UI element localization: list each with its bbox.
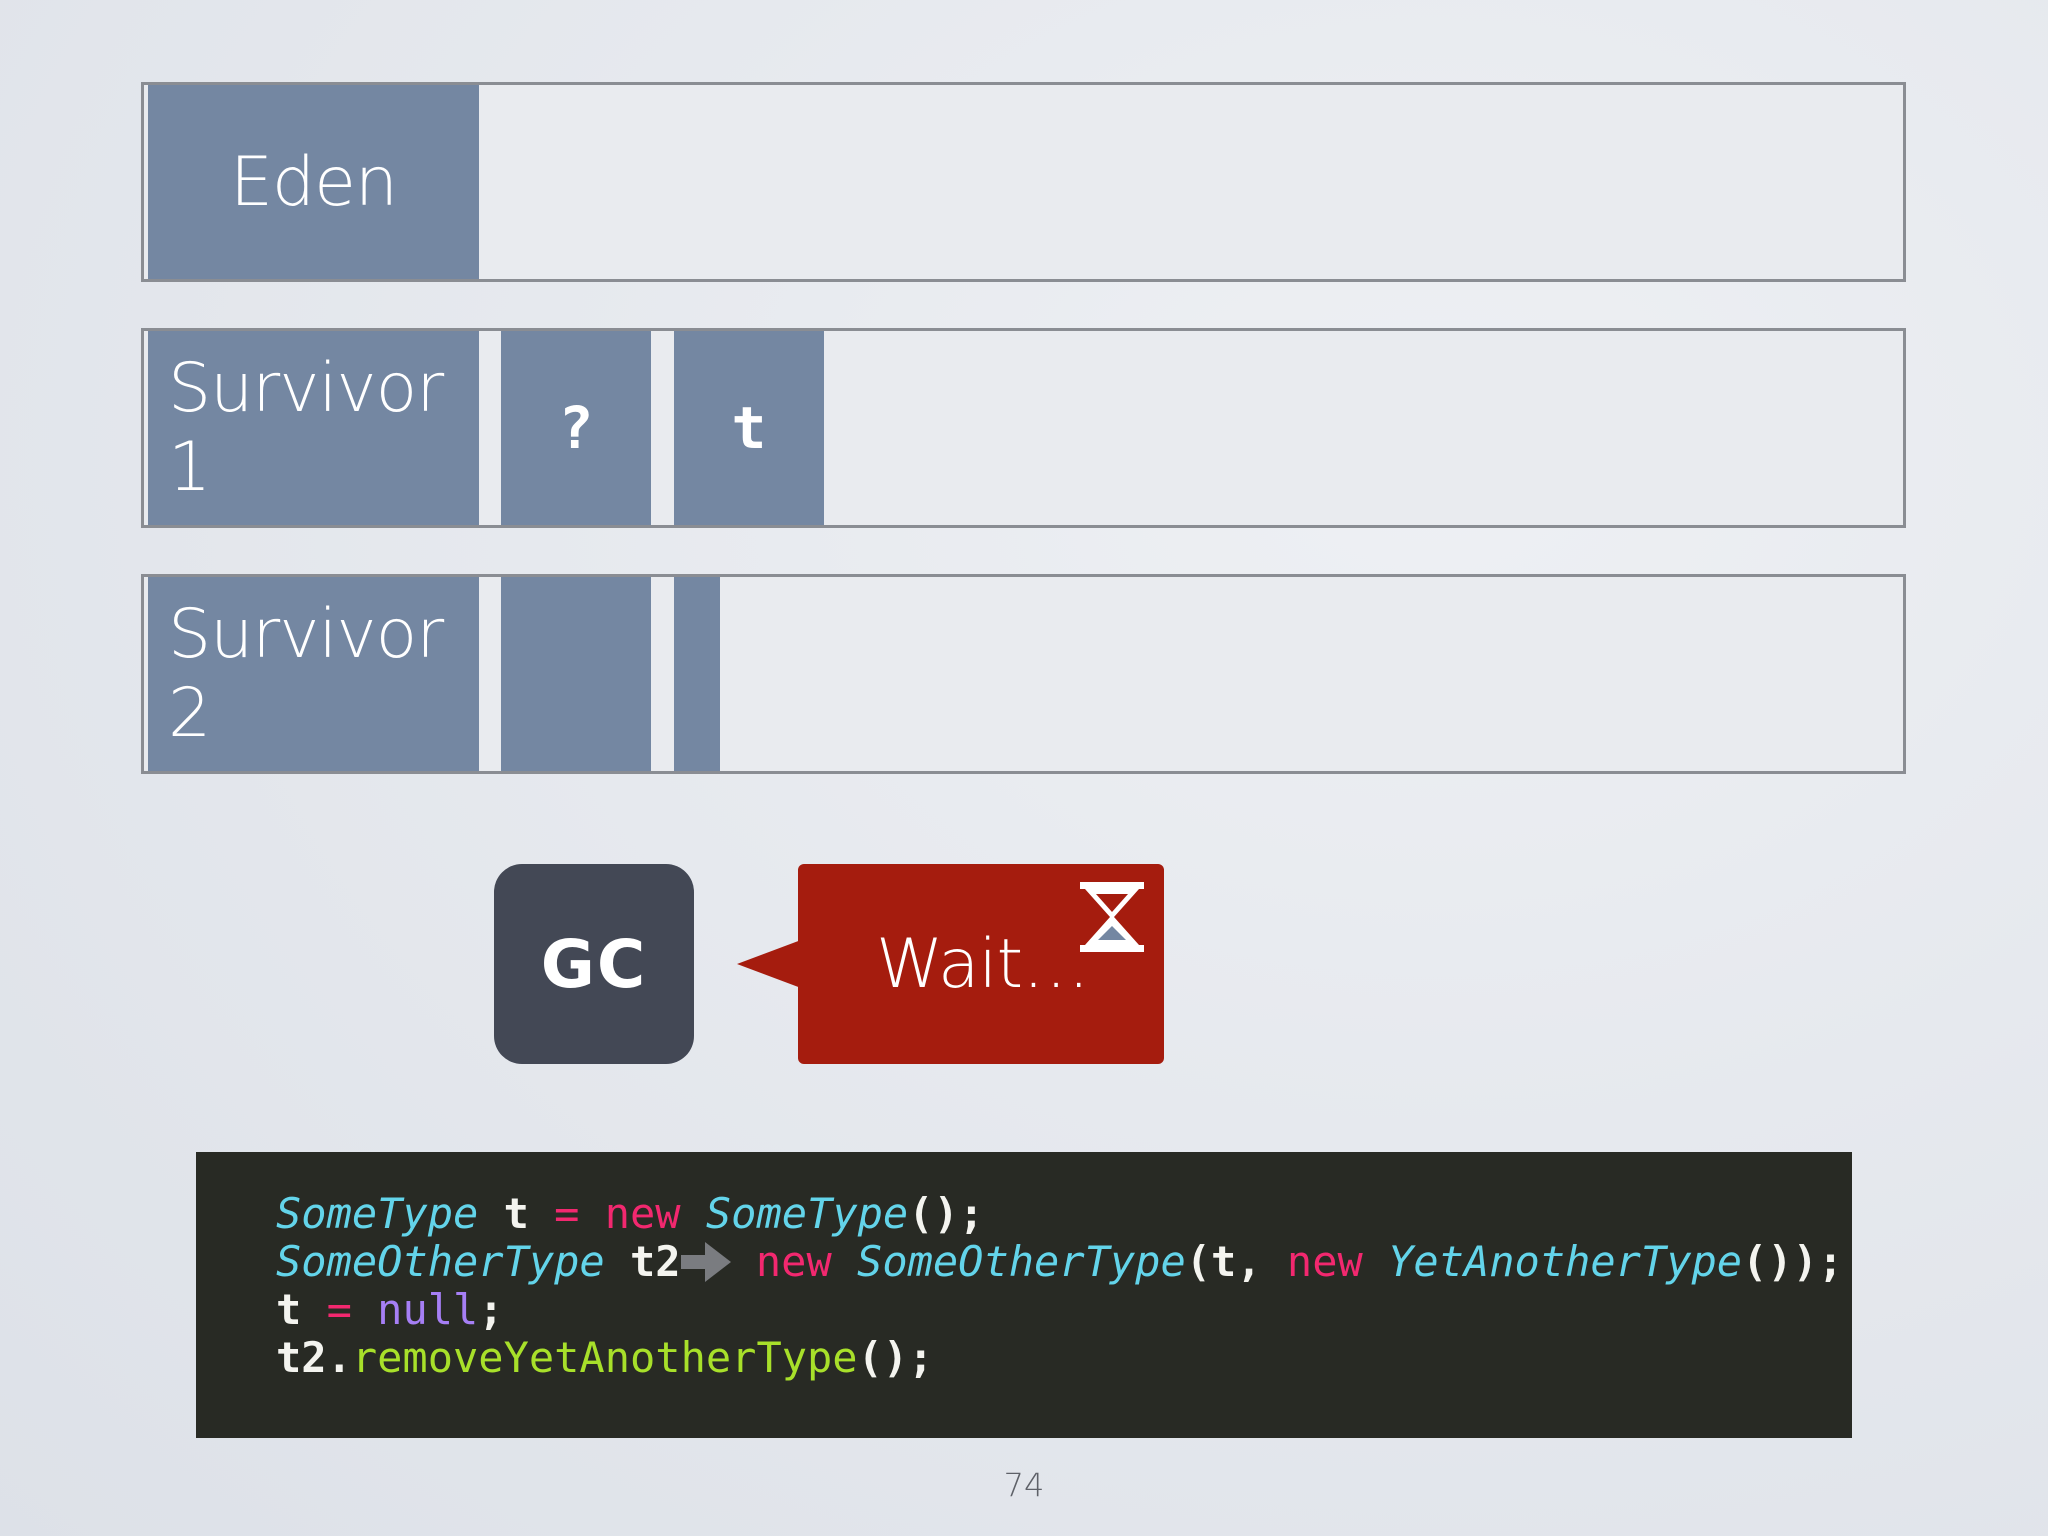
code-token: (t, <box>1185 1237 1287 1286</box>
survivor1-object-unknown: ? <box>501 331 651 525</box>
code-token: new <box>579 1189 706 1238</box>
code-token: SomeOtherType <box>276 1237 605 1286</box>
code-token: (); <box>857 1333 934 1382</box>
code-token: new <box>1286 1237 1363 1286</box>
code-token: SomeOtherType <box>857 1237 1186 1286</box>
code-token: (); <box>908 1189 985 1238</box>
survivor1-label: Survivor 1 <box>148 331 479 525</box>
code-token: t <box>478 1189 555 1238</box>
hourglass-icon <box>1080 882 1144 952</box>
survivor2-block-1 <box>501 577 651 771</box>
survivor2-label: Survivor 2 <box>148 577 479 771</box>
code-token: t2 <box>604 1237 681 1286</box>
eden-label: Eden <box>148 85 479 279</box>
code-panel: SomeType t = new SomeType(); SomeOtherTy… <box>196 1152 1852 1438</box>
code-line-1: SomeType t = new SomeType(); <box>276 1190 1852 1238</box>
code-token: = <box>554 1189 580 1238</box>
code-token: t2. <box>276 1333 352 1382</box>
survivor1-object-t: t <box>674 331 824 525</box>
survivor2-block-2 <box>674 577 720 771</box>
page-number: 74 <box>1003 1466 1045 1504</box>
code-token: removeYetAnotherType <box>351 1333 858 1382</box>
wait-callout: Wait… <box>798 864 1164 1064</box>
code-line-3: t = null; <box>276 1286 1852 1334</box>
code-token: null <box>351 1285 479 1334</box>
eden-region: Eden <box>141 82 1906 282</box>
callout-pointer <box>737 940 801 988</box>
code-line-4: t2.removeYetAnotherType(); <box>276 1334 1852 1382</box>
gc-box: GC <box>494 864 694 1064</box>
code-line-2: SomeOtherType t2 new SomeOtherType(t, ne… <box>276 1238 1852 1286</box>
survivor1-region: Survivor 1 ? t <box>141 328 1906 528</box>
code-token: ()); <box>1742 1237 1844 1286</box>
wait-text: Wait… <box>876 924 1090 1004</box>
code-token: SomeType <box>276 1189 479 1238</box>
code-token: SomeType <box>705 1189 909 1238</box>
arrow-right-icon <box>680 1242 731 1282</box>
survivor2-region: Survivor 2 <box>141 574 1906 774</box>
code-token: t <box>276 1285 327 1334</box>
code-token: = <box>326 1285 352 1334</box>
code-token: new <box>730 1237 858 1286</box>
code-token: YetAnotherType <box>1362 1237 1743 1286</box>
code-token: ; <box>478 1285 504 1334</box>
